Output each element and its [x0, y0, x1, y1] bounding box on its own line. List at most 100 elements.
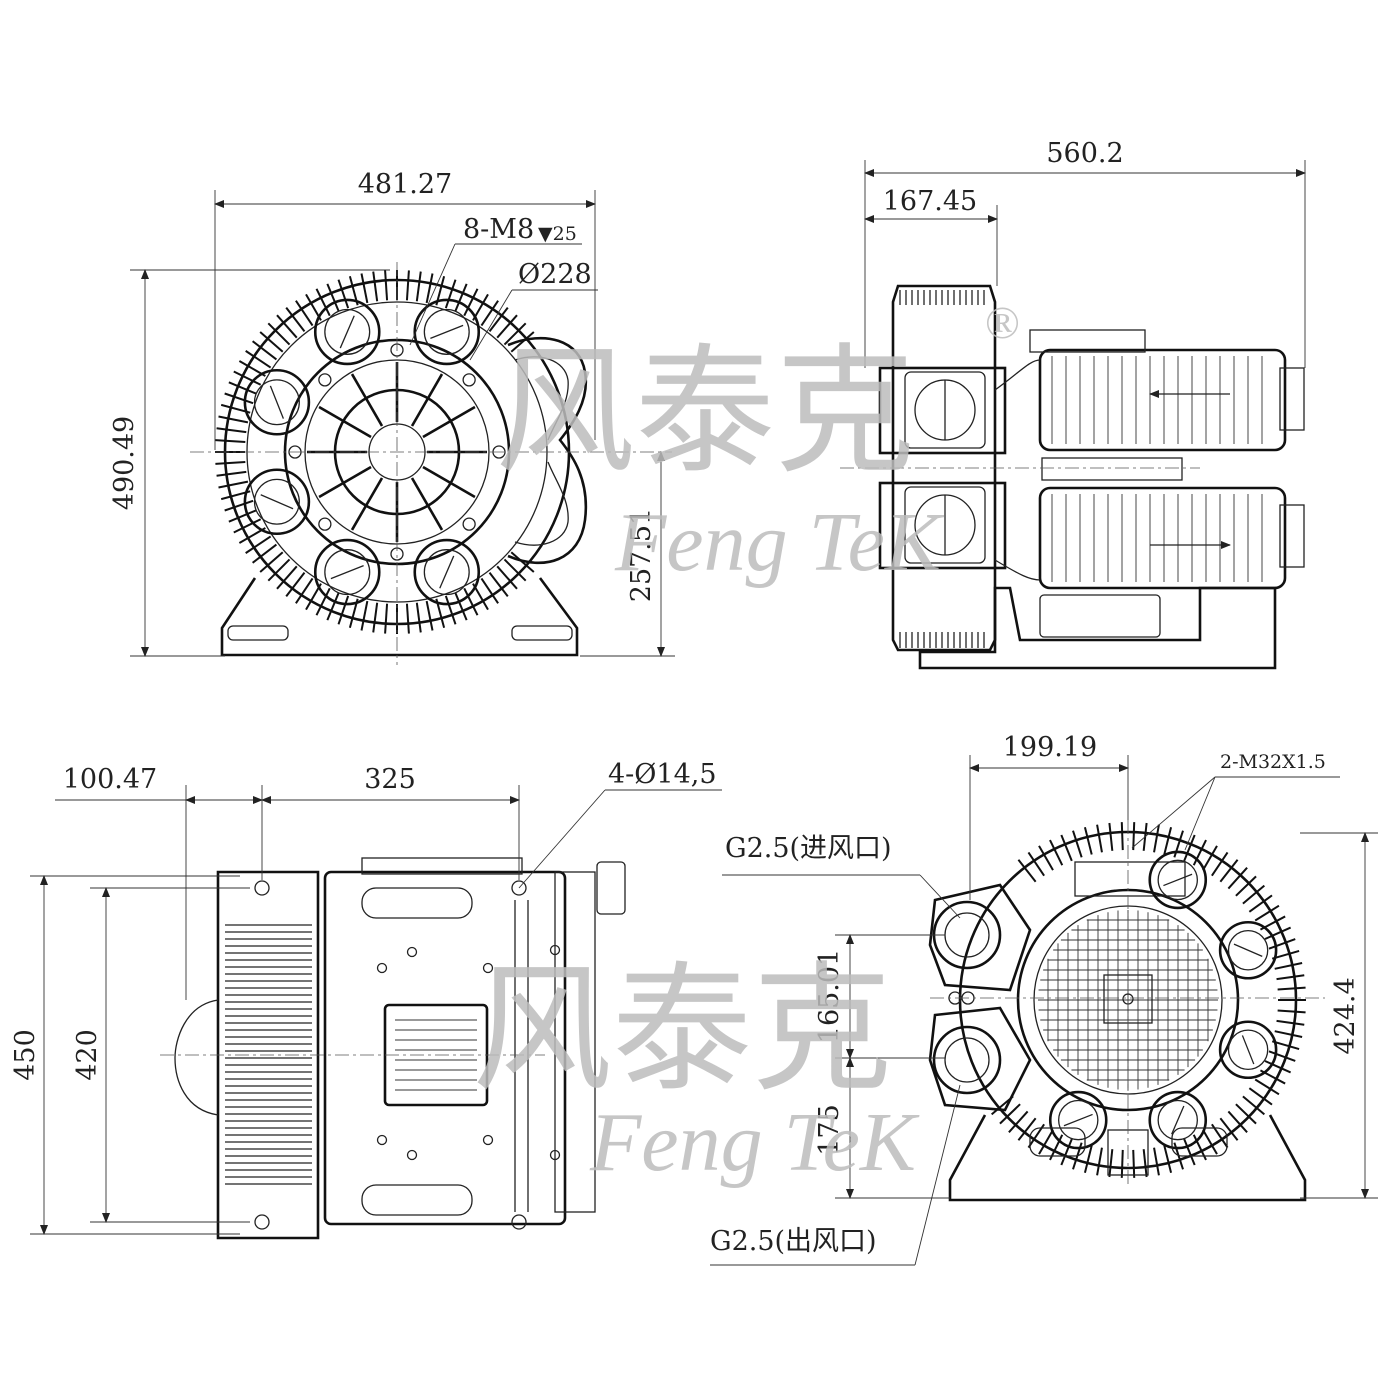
- fin-line: [228, 509, 257, 523]
- fin-line: [1219, 859, 1239, 883]
- bottom-hole: [406, 946, 418, 958]
- fin-line: [480, 300, 499, 327]
- fin-line: [444, 595, 457, 625]
- fin-line: [1277, 1009, 1306, 1014]
- fin-line: [1083, 827, 1093, 855]
- bottom-junction-ribs: [395, 1019, 477, 1091]
- fin-line: [1268, 938, 1296, 950]
- front-foot-left: [227, 625, 289, 641]
- side-terminal-box: [1029, 329, 1146, 353]
- fin-line: [1202, 845, 1218, 871]
- fin-line: [218, 480, 249, 489]
- fin-line: [326, 283, 340, 312]
- rear-height-label: 424.4: [1330, 977, 1361, 1054]
- fin-line: [1264, 926, 1292, 940]
- fin-line: [360, 600, 369, 631]
- front-spoke: [410, 477, 444, 531]
- chamber-lobe: [243, 368, 311, 436]
- bottom-hole: [376, 1134, 388, 1146]
- fin-line: [337, 595, 350, 625]
- rear-foot-right: [1171, 1127, 1228, 1157]
- chamber-lobe-rib: [1233, 943, 1263, 957]
- side-lower-endcap: [1279, 504, 1305, 568]
- chamber-lobe: [243, 468, 311, 536]
- chamber-lobe: [1148, 1090, 1208, 1150]
- front-bolt: [462, 373, 476, 387]
- front-manifold-upper: [514, 356, 569, 441]
- fin-line: [1242, 1095, 1265, 1116]
- bottom-motor-end: [554, 871, 596, 1213]
- side-length-label: 560.2: [1046, 138, 1123, 169]
- rear-port-offset-label: 165.01: [814, 949, 845, 1043]
- inlet-label: G2.5(进风口): [725, 833, 892, 864]
- bottom-small-holes: [376, 944, 561, 1161]
- chamber-lobe: [1148, 850, 1208, 910]
- fin-line: [224, 499, 254, 512]
- rear-base: [948, 1114, 1307, 1202]
- mount-hole-1: [254, 880, 270, 896]
- front-manifold: [507, 336, 588, 565]
- fin-line: [1271, 949, 1300, 960]
- side-head-fins: [899, 290, 985, 648]
- fin-line: [1271, 1040, 1300, 1051]
- fin-line: [228, 381, 257, 395]
- fin-line: [384, 270, 389, 301]
- chamber-lobe-inner: [324, 549, 371, 596]
- chamber-lobe-rib: [1241, 1035, 1255, 1065]
- chamber-lobe-rib: [330, 565, 364, 580]
- fin-line: [372, 602, 379, 633]
- rear-port-spacing-label: 199.19: [1003, 732, 1097, 763]
- chamber-lobe-rib: [1063, 1113, 1093, 1127]
- chamber-lobe: [1218, 1020, 1278, 1080]
- fin-line: [1192, 839, 1207, 866]
- fin-line: [1235, 875, 1257, 897]
- fin-line: [215, 460, 246, 465]
- chamber-lobe: [413, 298, 481, 366]
- side-upper-endcap: [1279, 367, 1305, 431]
- fin-line: [1276, 974, 1305, 981]
- watermark-english-bottom: Feng TeK: [589, 1096, 920, 1189]
- fin-line: [295, 577, 314, 604]
- fin-line: [259, 551, 284, 573]
- watermark-chinese-top: 风泰克: [495, 331, 915, 494]
- rear-outlet-flange: [928, 1006, 1032, 1112]
- side-terminal-strip: [1041, 457, 1183, 481]
- chamber-lobe-inner: [1058, 1099, 1099, 1141]
- front-bolt: [318, 517, 332, 531]
- fin-line: [1211, 851, 1229, 877]
- side-motor-ribs: [1051, 356, 1263, 582]
- front-width-label: 481.27: [358, 169, 452, 200]
- fin-line: [295, 300, 314, 327]
- fin-line: [503, 322, 527, 346]
- bolt-note-label: 8-M8: [463, 214, 534, 245]
- fin-line: [1163, 1145, 1173, 1173]
- fin-line: [444, 279, 457, 309]
- bottom-hole: [549, 1149, 561, 1161]
- bottom-hole: [376, 962, 388, 974]
- gland-leader-1: [1131, 776, 1216, 849]
- fin-line: [463, 587, 479, 616]
- chamber-lobe-inner: [1227, 1029, 1269, 1070]
- fin-line: [454, 592, 468, 621]
- fin-line: [276, 565, 298, 590]
- fin-line: [259, 331, 284, 353]
- rear-outlet-height-label: 175: [814, 1104, 845, 1156]
- chamber-lobe-rib: [269, 385, 284, 419]
- rear-chamber-lobes: [1048, 850, 1278, 1150]
- chamber-lobe: [313, 298, 381, 366]
- fin-line: [454, 283, 468, 312]
- chamber-lobe-inner: [423, 308, 470, 355]
- fin-line: [488, 307, 509, 333]
- rear-foot-left: [1029, 1127, 1086, 1157]
- chamber-lobe: [313, 538, 381, 606]
- fin-line: [1060, 1138, 1073, 1166]
- bottom-hole: [482, 962, 494, 974]
- front-spoke: [350, 477, 384, 531]
- outlet-leader: [914, 1084, 961, 1266]
- fin-line: [1120, 822, 1124, 851]
- watermark-registered: ®: [985, 297, 1020, 348]
- holes-leader: [518, 789, 606, 889]
- front-spoke: [410, 373, 444, 427]
- front-spoke: [422, 465, 476, 499]
- front-foot-right: [511, 625, 573, 641]
